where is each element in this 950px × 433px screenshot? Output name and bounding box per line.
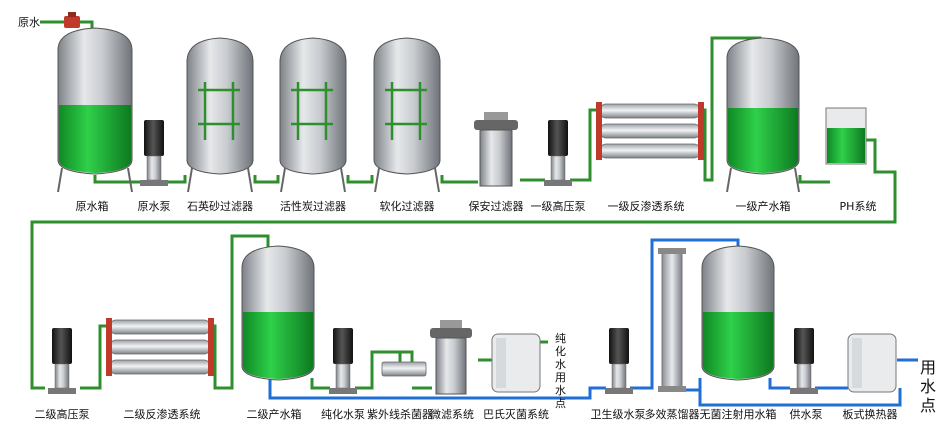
- multi-effect-distiller: [658, 248, 686, 392]
- green-pipes: [30, 20, 897, 390]
- pasteur-label: 巴氏灭菌系统: [483, 408, 549, 421]
- wfi-tank-label: 无菌注射用水箱: [699, 408, 777, 421]
- micro-filter-label: 微滤系统: [430, 408, 474, 421]
- high-pressure-pump-1: [544, 120, 572, 186]
- pipe-ph-to-hp2: [30, 138, 897, 390]
- pipe-wfi-to-supply: [768, 378, 790, 390]
- wfi-tank: [701, 245, 775, 381]
- pipe-hp1-to-ro1: [570, 108, 600, 182]
- ro-2-label: 二级反渗透系统: [123, 408, 201, 421]
- ro-system-2: [106, 318, 214, 376]
- pipe-tank2-to-sanitary: [268, 378, 606, 400]
- raw-water-inlet-label: 原水: [18, 16, 40, 29]
- hp-pump-2-label: 二级高压泵: [34, 408, 90, 421]
- product-water-tank-2: [241, 245, 315, 381]
- product-water-tank-1: [726, 37, 800, 193]
- softener-label: 软化过滤器: [379, 200, 435, 213]
- pipe-carbon-to-softener: [346, 175, 374, 184]
- activated-carbon-filter: [279, 37, 347, 193]
- blue-pipes: [268, 238, 918, 407]
- uv-sterilizer: [381, 361, 427, 377]
- ph-system-label: PH系统: [839, 200, 877, 213]
- quartz-sand-filter: [186, 37, 254, 193]
- uv-sterilizer-label: 紫外线杀菌器: [367, 408, 433, 421]
- ph-system: [825, 107, 867, 165]
- pipe-ro2-to-tank2: [210, 234, 270, 390]
- pipe-softener-to-security: [440, 175, 478, 184]
- sanitary-pump-label: 卫生级水泵: [590, 408, 646, 421]
- pipe-purepump-to-uv: [355, 350, 414, 390]
- softening-filter: [373, 37, 441, 193]
- sanitary-water-pump: [605, 328, 633, 394]
- purified-water-pump: [329, 328, 357, 394]
- carbon-filter-label: 活性炭过滤器: [280, 200, 346, 213]
- pipe-return-loop: [698, 388, 902, 407]
- high-pressure-pump-2: [48, 328, 76, 394]
- raw-water-pump: [140, 120, 168, 186]
- raw-water-valve-icon: [64, 12, 80, 28]
- raw-water-inlet-pipe: [40, 20, 94, 30]
- security-filter: [474, 112, 518, 187]
- raw-tank-label: 原水箱: [75, 200, 109, 213]
- supply-water-pump: [790, 328, 818, 394]
- raw-water-tank: [57, 27, 133, 193]
- pasteurization-system: [491, 333, 541, 393]
- product-tank-1-label: 一级产水箱: [735, 200, 791, 213]
- plate-exchanger-label: 板式换热器: [842, 408, 898, 421]
- pipe-sanitary-to-distiller: [630, 238, 740, 390]
- raw-pump-label: 原水泵: [137, 200, 171, 213]
- pure-pump-label: 纯化水泵: [321, 408, 365, 421]
- security-filter-label: 保安过滤器: [468, 200, 524, 213]
- distiller-label: 多效蒸馏器: [644, 408, 700, 421]
- pipe-tank2-to-purepump: [310, 378, 330, 390]
- pipe-tank-to-pump: [93, 175, 140, 184]
- hp-pump-1-label: 一级高压泵: [530, 200, 586, 213]
- plate-heat-exchanger: [847, 333, 897, 393]
- pure-water-point-label: 纯化水用水点: [555, 332, 566, 410]
- micro-filtration-system: [430, 320, 472, 395]
- pipe-pump-to-quartz: [165, 175, 187, 184]
- ro-system-1: [596, 102, 704, 160]
- pipe-tank1-to-ph: [798, 175, 830, 184]
- use-point-label: 用水点: [920, 358, 937, 415]
- supply-pump-label: 供水泵: [789, 408, 823, 421]
- pipe-hp2-to-ro2: [80, 324, 110, 390]
- product-tank-2-label: 二级产水箱: [246, 408, 302, 421]
- ro-1-label: 一级反渗透系统: [607, 200, 685, 213]
- quartz-filter-label: 石英砂过滤器: [187, 200, 253, 213]
- pipe-quartz-to-carbon: [253, 175, 280, 184]
